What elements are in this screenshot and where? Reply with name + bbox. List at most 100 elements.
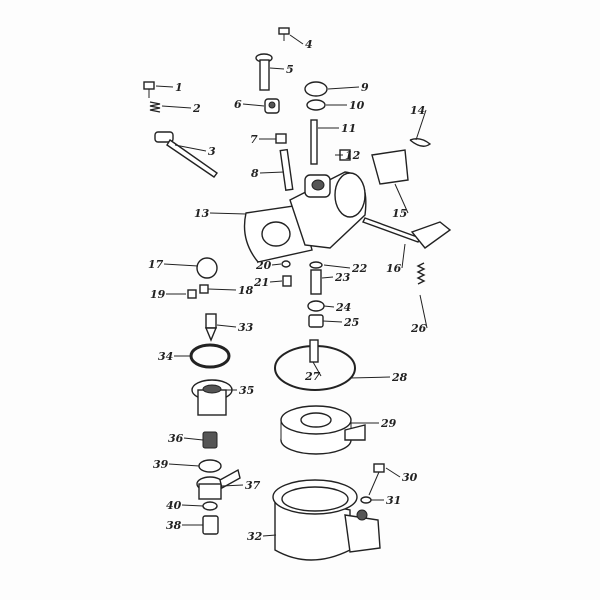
leader-line-14: [415, 109, 427, 141]
part-label-9: 9: [361, 81, 369, 94]
part-32-float-bowl: [272, 479, 381, 561]
leader-line-8: [259, 171, 285, 174]
part-label-32: 32: [247, 530, 263, 543]
leader-line-36: [183, 437, 204, 441]
part-10-washer: [306, 99, 326, 111]
part-label-7: 7: [250, 133, 258, 146]
part-29-float: [280, 405, 366, 455]
leader-line-23: [321, 276, 334, 279]
part-label-6: 6: [234, 98, 242, 111]
leader-line-5: [269, 67, 285, 70]
leader-line-3: [174, 144, 207, 152]
part-label-14: 14: [410, 104, 425, 117]
part-label-27: 27: [304, 370, 321, 383]
part-30-screw: [368, 463, 385, 496]
leader-line-32: [262, 534, 277, 537]
part-24-washer: [307, 300, 325, 312]
leader-line-16: [401, 243, 406, 269]
part-label-8: 8: [251, 167, 259, 180]
leader-line-21: [269, 280, 283, 283]
part-7-screw: [275, 133, 287, 144]
part-35-jet-holder: [191, 379, 233, 416]
part-label-31: 31: [386, 494, 401, 507]
part-label-28: 28: [391, 371, 408, 384]
part-19-screw: [187, 289, 197, 299]
part-label-1: 1: [175, 81, 183, 94]
leader-line-33: [216, 324, 237, 328]
part-label-15: 15: [392, 207, 407, 220]
part-label-17: 17: [148, 258, 164, 271]
part-label-13: 13: [194, 207, 210, 220]
part-3-throttle-lever: [154, 131, 218, 178]
part-1-screw: [143, 81, 155, 98]
part-label-11: 11: [341, 122, 356, 135]
leader-line-1: [155, 85, 174, 88]
part-label-3: 3: [208, 145, 216, 158]
leader-line-20: [271, 263, 282, 266]
part-39-washer: [198, 459, 222, 473]
part-label-30: 30: [402, 471, 418, 484]
part-11-needle: [310, 119, 318, 165]
part-label-18: 18: [238, 284, 254, 297]
part-label-2: 2: [192, 102, 201, 115]
part-label-5: 5: [286, 63, 294, 76]
part-label-37: 37: [245, 479, 261, 492]
part-17-disc: [196, 257, 218, 279]
leader-line-9: [327, 86, 360, 90]
part-9-cap: [304, 81, 328, 97]
part-label-19: 19: [150, 288, 166, 301]
leader-line-18: [207, 288, 237, 291]
part-label-22: 22: [351, 262, 368, 275]
part-6-nut: [264, 98, 280, 114]
part-23-float-valve: [310, 269, 322, 295]
part-label-23: 23: [334, 271, 351, 284]
leader-line-26: [419, 294, 428, 329]
part-label-16: 16: [386, 262, 402, 275]
part-34-o-ring: [189, 343, 231, 369]
part-27-pin: [309, 339, 319, 363]
leader-line-15: [394, 183, 409, 214]
part-label-29: 29: [380, 417, 397, 430]
leader-line-4: [289, 34, 304, 45]
leader-line-37: [221, 484, 244, 487]
part-40-washer: [202, 501, 218, 511]
part-38-bolt: [202, 515, 219, 535]
part-8-shaft: [279, 148, 294, 192]
parts-drawing: [143, 27, 452, 561]
leader-line-27: [312, 361, 322, 377]
part-13-carburetor-body: [243, 171, 367, 263]
part-25-nut: [308, 314, 324, 328]
part-20-ball: [281, 260, 291, 268]
part-5-bolt: [255, 53, 273, 91]
part-labels: 1234567891011121314151617181920212223242…: [148, 38, 427, 543]
part-14-clip: [409, 137, 432, 147]
part-label-33: 33: [238, 321, 254, 334]
part-label-24: 24: [335, 301, 351, 314]
part-label-10: 10: [349, 99, 365, 112]
leader-line-2: [161, 105, 192, 109]
part-label-36: 36: [168, 432, 184, 445]
part-label-25: 25: [343, 316, 359, 329]
part-18-screw: [199, 284, 209, 294]
part-22-washer: [309, 261, 323, 269]
leader-line-28: [349, 376, 391, 379]
part-37-fitting: [196, 468, 241, 500]
leader-line-25: [322, 320, 343, 323]
part-label-4: 4: [305, 38, 313, 51]
part-label-12: 12: [345, 149, 361, 162]
leader-line-17: [163, 263, 199, 267]
part-33-jet: [204, 313, 218, 342]
part-label-34: 34: [158, 350, 173, 363]
part-36-filter: [202, 431, 218, 449]
leader-line-39: [168, 463, 200, 467]
part-2-spring: [149, 101, 161, 113]
part-16-choke-lever: [362, 217, 452, 249]
leader-line-13: [209, 212, 247, 215]
leader-line-22: [323, 264, 351, 269]
leader-line-40: [181, 504, 204, 507]
part-label-35: 35: [239, 384, 254, 397]
leader-line-6: [242, 103, 265, 107]
part-label-39: 39: [153, 458, 169, 471]
